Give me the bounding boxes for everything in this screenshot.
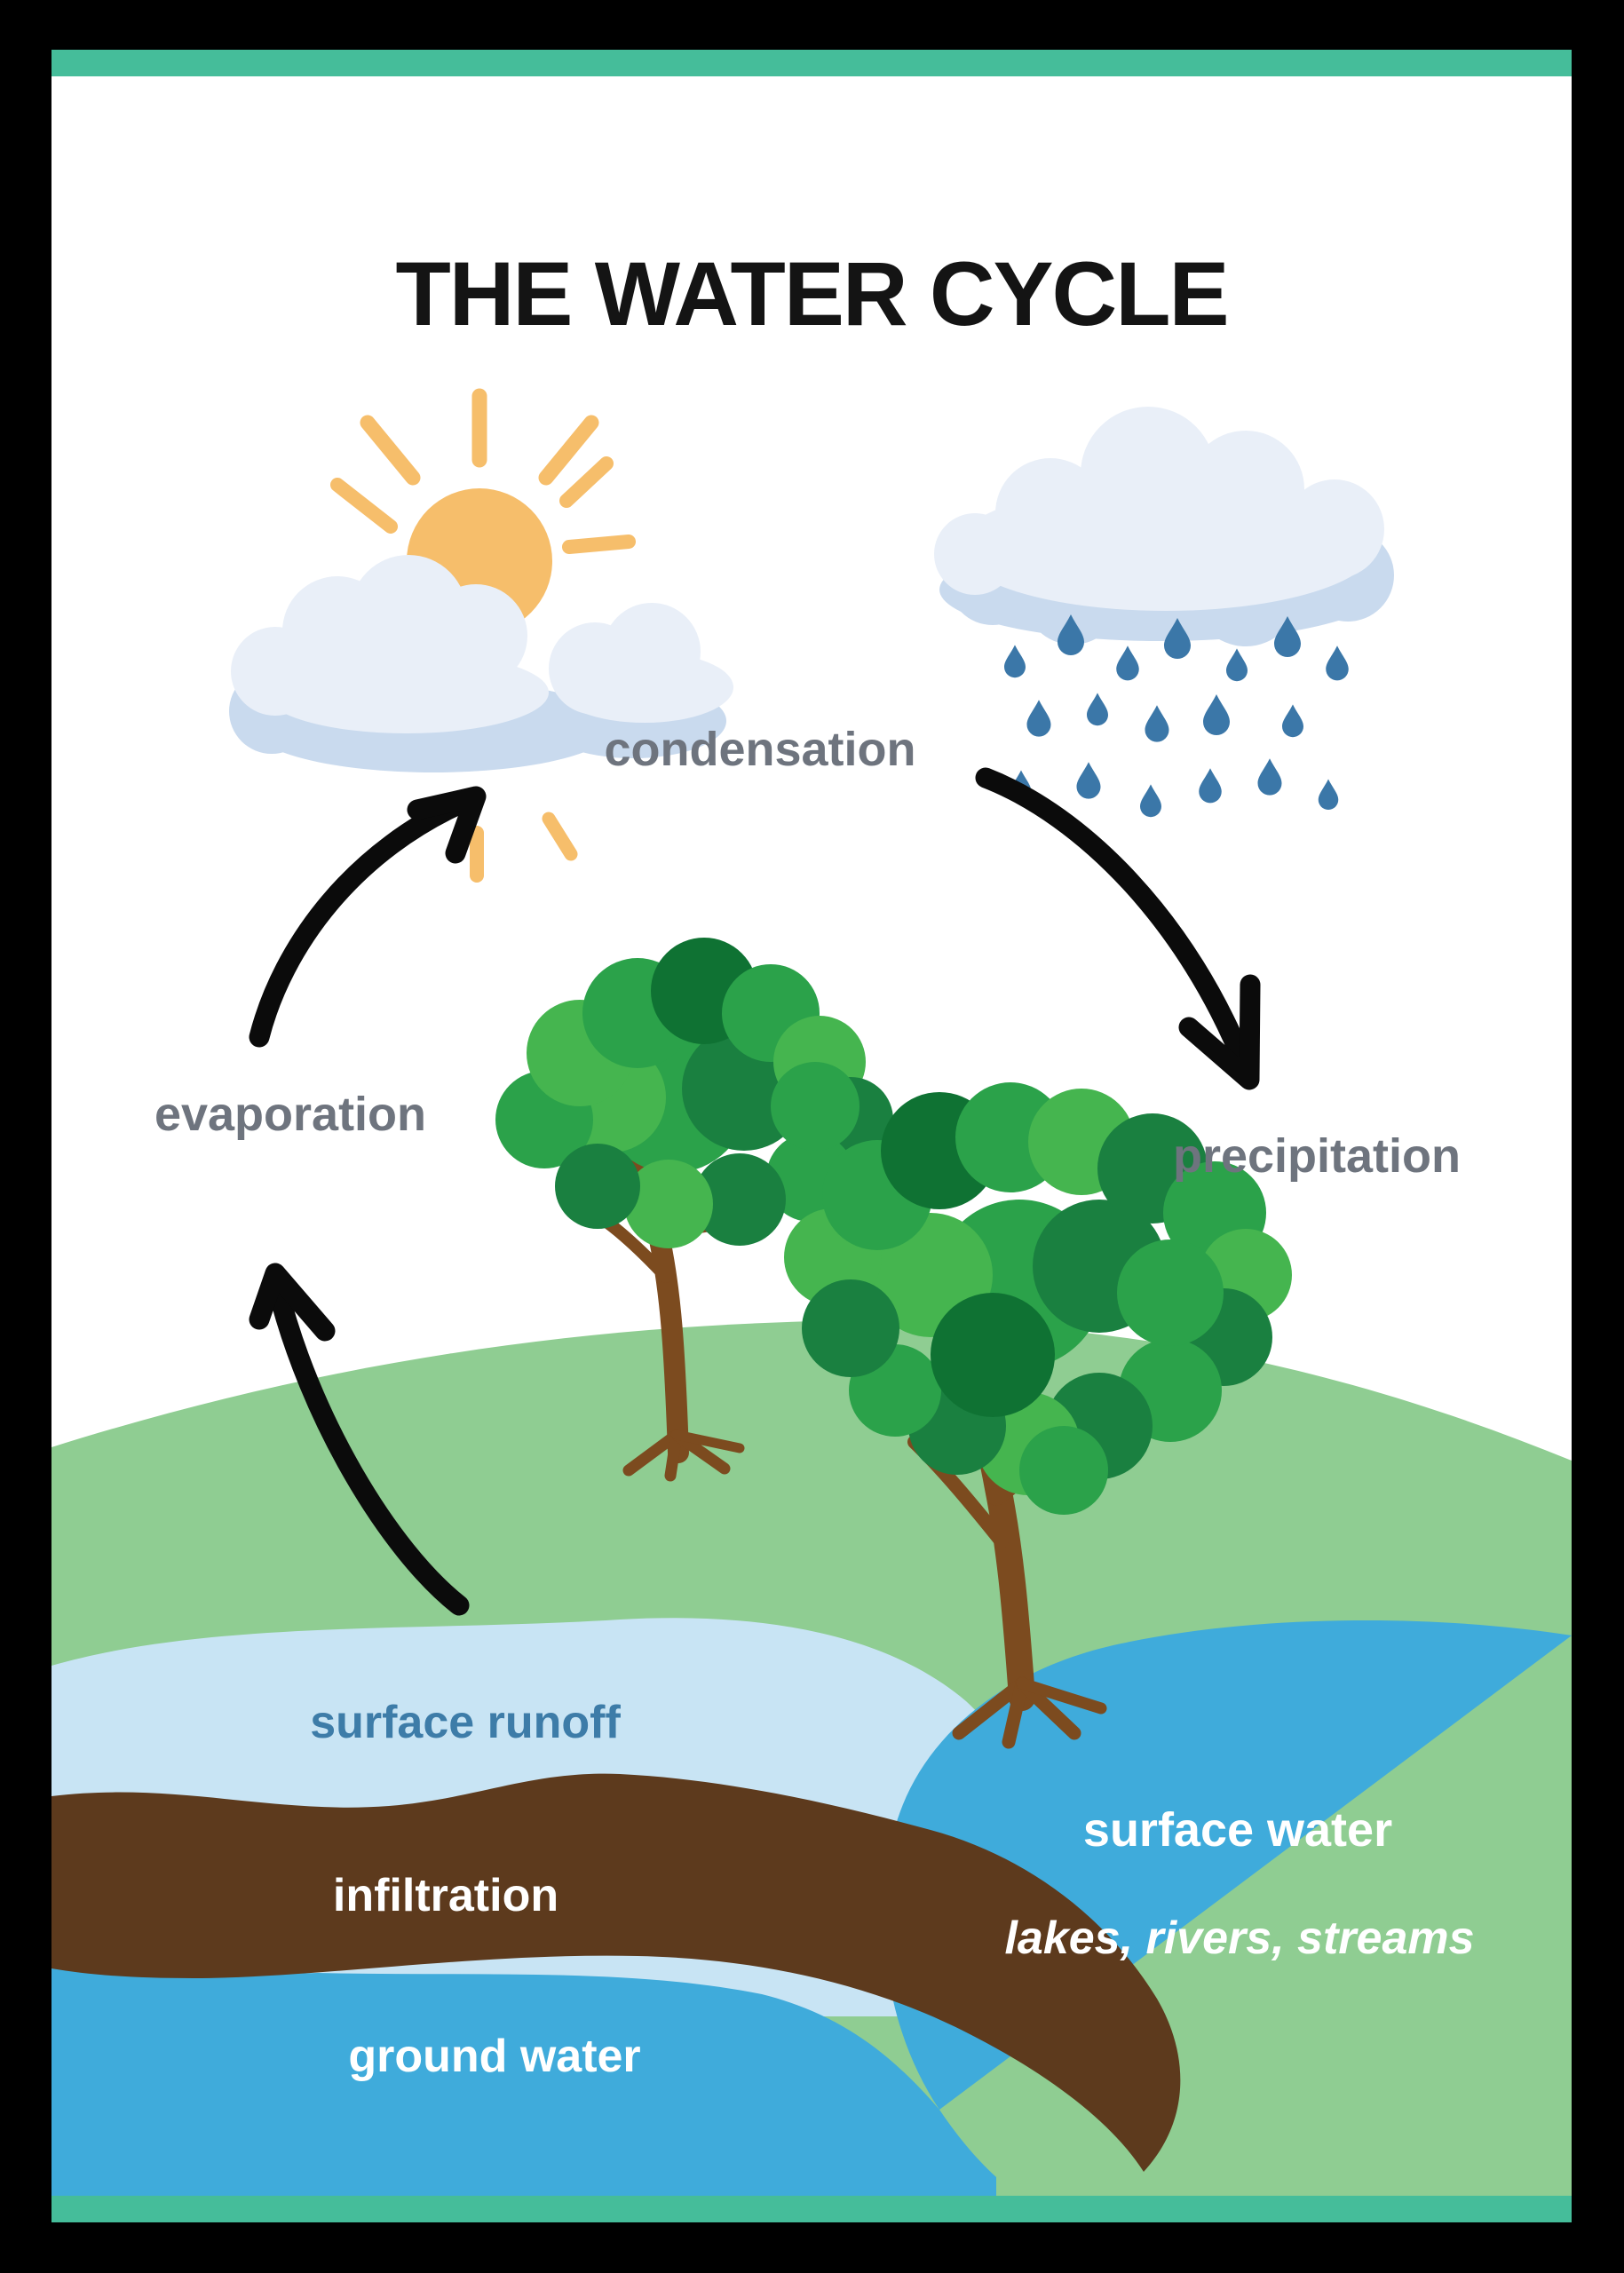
page-title: THE WATER CYCLE [395, 243, 1229, 345]
raindrops-icon [1004, 614, 1349, 818]
condensation-label: condensation [604, 723, 916, 776]
ground-water-label: ground water [348, 2031, 641, 2082]
tree-left-foliage [495, 938, 893, 1248]
surface-and-ground-water-layer [51, 1620, 1572, 2222]
top-accent-bar [51, 50, 1572, 76]
tree-icon-right [784, 1082, 1292, 1749]
poster-paper: THE WATER CYCLE condensation precipitati… [51, 50, 1572, 2222]
water-cycle-illustration [51, 50, 1572, 2222]
infiltration-label: infiltration [332, 1870, 559, 1921]
surface-water-label: surface water [1082, 1803, 1393, 1857]
infiltration-soil-layer [51, 1773, 1181, 2172]
sun-cloud [231, 555, 733, 733]
surface-water-sublabel: lakes, rivers, streams [1004, 1913, 1475, 1964]
curved-arrow-evaporation-to-condensation [249, 786, 487, 1048]
rain-cloud [934, 407, 1384, 611]
curved-arrow-condensation-to-precipitation [975, 767, 1261, 1090]
tree-right-foliage [784, 1082, 1292, 1515]
evaporation-label: evaporation [154, 1088, 427, 1141]
precipitation-label: precipitation [1172, 1129, 1462, 1183]
surface-runoff-label: surface runoff [310, 1697, 621, 1748]
sun-rays [330, 388, 636, 883]
curved-arrow-runoff-to-evaporation [249, 1263, 470, 1616]
rain-cloud-icon [934, 407, 1394, 818]
bottom-accent-bar [51, 2196, 1572, 2222]
tree-icon-left [495, 938, 893, 1482]
sun-behind-cloud-icon [229, 388, 733, 883]
